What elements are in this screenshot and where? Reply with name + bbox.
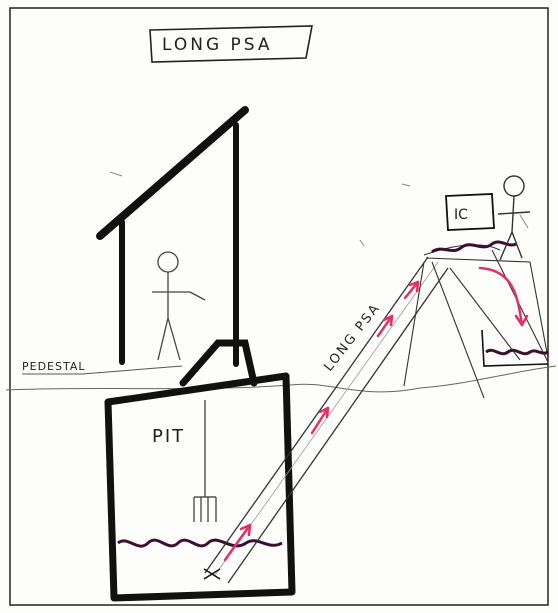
pedestal-label: PEDESTAL — [22, 360, 86, 373]
long-psa-tube — [205, 257, 448, 583]
user-figure — [152, 252, 205, 360]
diagram-title: LONG PSA — [162, 35, 273, 55]
pit-wall — [108, 376, 292, 598]
pit-label: PIT — [152, 426, 185, 447]
pedestal — [183, 343, 254, 383]
page-border — [10, 8, 548, 605]
superstructure — [100, 110, 245, 364]
operator-figure — [498, 176, 530, 260]
drying-bed — [482, 330, 548, 366]
bed-sludge — [486, 350, 548, 353]
fork-icon — [194, 400, 216, 522]
ic-label: IC — [454, 207, 468, 223]
pump-marker-icon — [204, 569, 220, 579]
flow-arrows — [225, 282, 418, 560]
discharge-mound — [404, 245, 548, 398]
